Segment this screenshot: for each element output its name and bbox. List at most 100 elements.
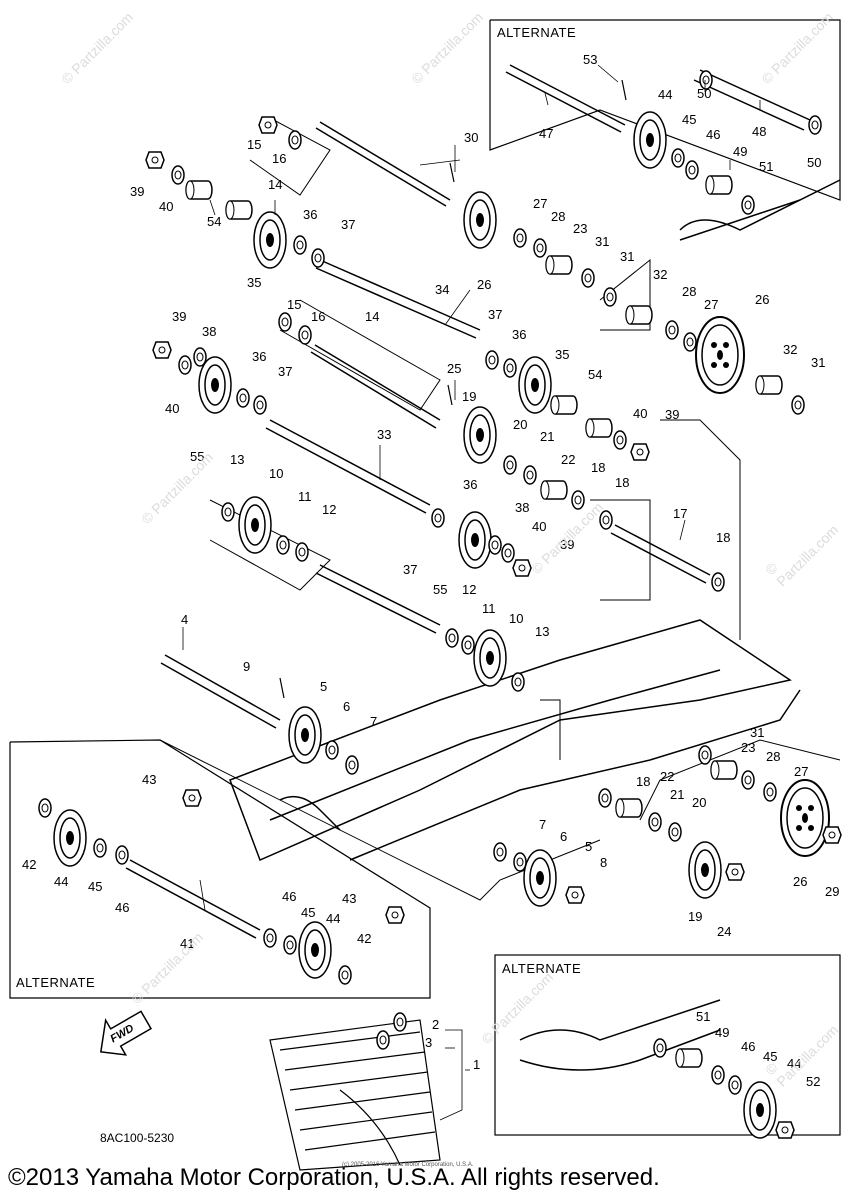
callout-label: 30 xyxy=(464,130,479,145)
callout-label: 28 xyxy=(551,209,566,224)
callout-label: 28 xyxy=(682,284,697,299)
leader-lines xyxy=(182,64,761,1121)
callout-label: 45 xyxy=(301,905,316,920)
callout-label: 18 xyxy=(591,460,606,475)
callout-label: 4 xyxy=(181,612,189,627)
callout-label: 43 xyxy=(342,891,357,906)
callout-label: 12 xyxy=(322,502,337,517)
callout-label: 42 xyxy=(22,857,37,872)
callout-label: 39 xyxy=(665,407,680,422)
callout-label: 40 xyxy=(159,199,174,214)
callout-label: 11 xyxy=(482,601,496,616)
callout-label: 1 xyxy=(473,1057,481,1072)
callout-label: 28 xyxy=(766,749,781,764)
track-assembly xyxy=(269,1019,441,1171)
callout-label: 44 xyxy=(787,1056,802,1071)
alternate-box-right xyxy=(494,954,841,1136)
callout-label: 26 xyxy=(793,874,808,889)
callout-label: 35 xyxy=(247,275,262,290)
callout-label: 42 xyxy=(357,931,372,946)
callout-label: 14 xyxy=(268,177,283,192)
callout-label: 38 xyxy=(515,500,530,515)
callout-label: 39 xyxy=(130,184,145,199)
callout-label: 51 xyxy=(696,1009,711,1024)
callout-label: 31 xyxy=(750,725,765,740)
callout-label: 21 xyxy=(670,787,685,802)
callout-label: 40 xyxy=(532,519,547,534)
callout-label: 2 xyxy=(432,1017,440,1032)
callout-label: 7 xyxy=(370,714,378,729)
callout-label: 21 xyxy=(540,429,555,444)
diagram-code: 8AC100-5230 xyxy=(100,1131,175,1145)
callout-label: 10 xyxy=(509,611,524,626)
callout-label: 23 xyxy=(573,221,588,236)
callout-label: 13 xyxy=(535,624,550,639)
callout-label: 26 xyxy=(477,277,492,292)
callout-label: 46 xyxy=(741,1039,756,1054)
callout-label: 41 xyxy=(180,936,195,951)
callout-label: 12 xyxy=(462,582,477,597)
wheels xyxy=(53,111,830,1139)
callout-label: 22 xyxy=(561,452,576,467)
callout-label: 37 xyxy=(403,562,418,577)
callout-label: 29 xyxy=(825,884,840,899)
callout-label: 31 xyxy=(595,234,610,249)
callout-label: 32 xyxy=(653,267,668,282)
callout-label: 5 xyxy=(320,679,328,694)
callout-label: 50 xyxy=(697,86,712,101)
callout-label: 45 xyxy=(682,112,697,127)
small-notice: (c) 2005-2016 Yamaha Motor Corporation, … xyxy=(342,1162,474,1168)
callout-label: 19 xyxy=(462,389,477,404)
callout-label: 50 xyxy=(807,155,822,170)
callout-label: 55 xyxy=(190,449,205,464)
callout-label: 13 xyxy=(230,452,245,467)
callout-label: 36 xyxy=(512,327,527,342)
callout-label: 46 xyxy=(282,889,297,904)
callout-label: 32 xyxy=(783,342,798,357)
callout-label: 38 xyxy=(202,324,217,339)
callout-label: 23 xyxy=(741,740,756,755)
callout-label: 15 xyxy=(247,137,262,152)
callout-label: 8 xyxy=(600,855,608,870)
callout-label: 18 xyxy=(615,475,630,490)
cotter-pins xyxy=(279,79,627,699)
callout-label: 31 xyxy=(811,355,826,370)
callout-label: 44 xyxy=(326,911,341,926)
callout-label: 45 xyxy=(88,879,103,894)
callout-label: 24 xyxy=(717,924,732,939)
callout-label: 20 xyxy=(513,417,528,432)
callout-label: 49 xyxy=(715,1025,730,1040)
callout-label: 47 xyxy=(539,126,554,141)
callout-label: 54 xyxy=(207,214,222,229)
callout-label: 46 xyxy=(706,127,721,142)
alternate-label-left: ALTERNATE xyxy=(16,975,96,990)
callout-label: 35 xyxy=(555,347,570,362)
callout-label: 33 xyxy=(377,427,392,442)
callout-label: 27 xyxy=(794,764,809,779)
callout-label: 27 xyxy=(704,297,719,312)
callout-label: 40 xyxy=(633,406,648,421)
callout-label: 19 xyxy=(688,909,703,924)
callout-label: 16 xyxy=(311,309,326,324)
callout-label: 18 xyxy=(716,530,731,545)
forward-arrow xyxy=(99,1010,153,1056)
callout-label: 6 xyxy=(560,829,568,844)
callout-label: 36 xyxy=(463,477,478,492)
callout-label: 27 xyxy=(533,196,548,211)
fwd-label: FWD xyxy=(108,1022,137,1046)
callout-label: 20 xyxy=(692,795,707,810)
callout-label: 44 xyxy=(658,87,673,102)
alternate-box-left xyxy=(9,739,431,999)
callout-label: 36 xyxy=(252,349,267,364)
callout-label: 31 xyxy=(620,249,635,264)
copyright-notice: ©2013 Yamaha Motor Corporation, U.S.A. A… xyxy=(8,1164,660,1191)
callout-label: 55 xyxy=(433,582,448,597)
callout-label: 46 xyxy=(115,900,130,915)
callout-label: 5 xyxy=(585,839,593,854)
callout-label: 40 xyxy=(165,401,180,416)
callout-label: 9 xyxy=(243,659,251,674)
callout-label: 51 xyxy=(759,159,774,174)
callout-label: 45 xyxy=(763,1049,778,1064)
callout-label: 22 xyxy=(660,769,675,784)
